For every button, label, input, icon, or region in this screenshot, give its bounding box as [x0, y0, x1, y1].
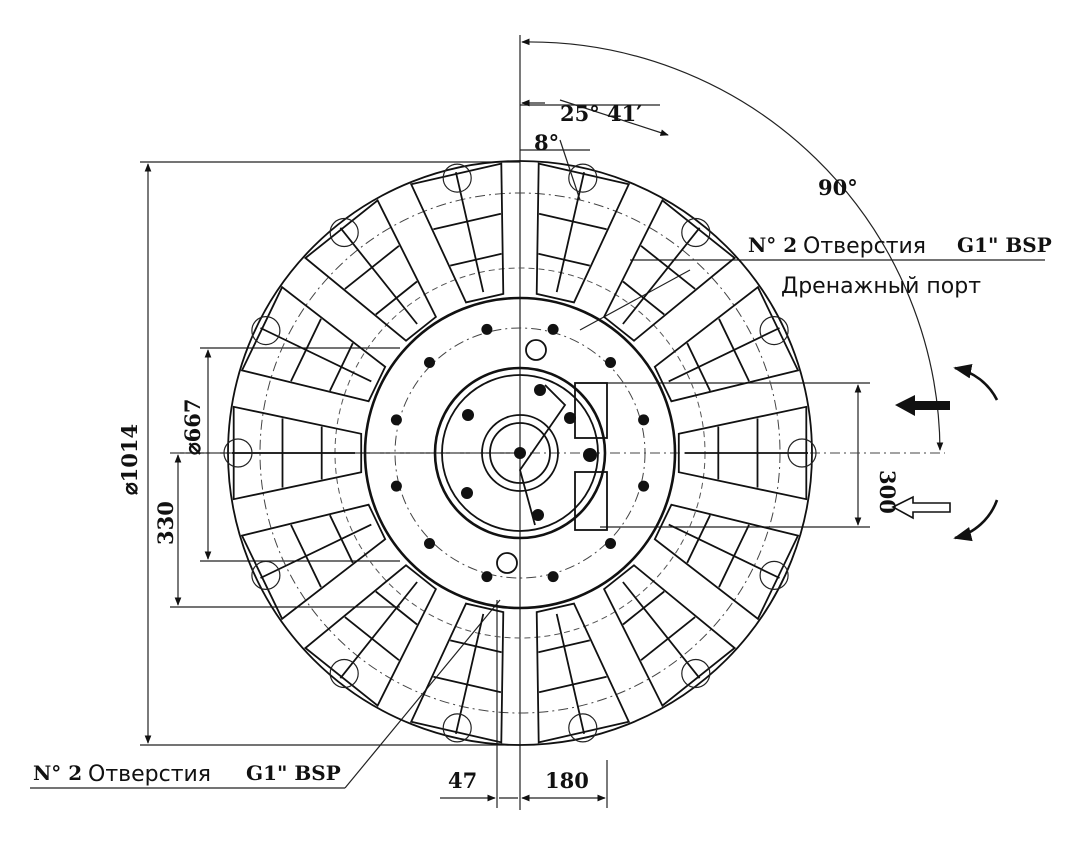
bolt-hole	[547, 323, 559, 335]
dim-330: 330	[153, 501, 178, 545]
top-callout-text: Отверстия	[803, 234, 926, 259]
dim-inner-diameter: ⌀667	[180, 399, 205, 455]
dim-300: 300	[875, 470, 900, 514]
radial-segment	[535, 162, 631, 304]
bolt-hole	[638, 480, 650, 492]
radial-segment	[240, 503, 387, 621]
bolt-hole	[461, 487, 473, 499]
bolt-hole	[390, 414, 402, 426]
bolt-hole	[638, 414, 650, 426]
bolt-hole	[424, 538, 435, 549]
bottom-callout-prefix: N° 2	[33, 761, 82, 785]
bottom-callout-text: Отверстия	[88, 762, 211, 787]
drain-port-label: Дренажный порт	[781, 274, 981, 299]
motor-body	[223, 160, 817, 746]
radial-segment	[409, 602, 505, 744]
bolt-hole	[605, 357, 616, 368]
bolt-hole	[564, 412, 576, 424]
outline-left-arrow-icon	[891, 495, 951, 520]
radial-segment	[223, 405, 363, 501]
radial-segments	[223, 162, 817, 744]
radial-segment	[240, 285, 387, 403]
dim-47: 47	[448, 768, 477, 793]
top-callout-suffix: G1" BSP	[957, 233, 1052, 257]
top-callout-prefix: N° 2	[748, 233, 797, 257]
dim-angle-90: 90°	[818, 175, 858, 200]
radial-segment	[409, 162, 505, 304]
bolt-hole	[390, 480, 402, 492]
radial-segment	[303, 564, 438, 707]
bolt-hole	[481, 571, 493, 583]
dim-angle-8: 8°	[534, 130, 559, 155]
radial-segment	[602, 199, 737, 342]
radial-segment	[602, 564, 737, 707]
bolt-hole	[532, 509, 544, 521]
bolt-hole	[534, 384, 546, 396]
bolt-hole	[481, 323, 493, 335]
bolt-hole	[462, 409, 474, 421]
bottom-callout-suffix: G1" BSP	[246, 761, 341, 785]
radial-segment	[653, 503, 800, 621]
dim-angle-25-41: 25° 41′	[560, 101, 642, 126]
bolt-holes	[390, 323, 650, 583]
bolt-hole	[605, 538, 616, 549]
filled-left-arrow-icon	[895, 395, 950, 416]
bolt-hole	[547, 571, 559, 583]
rotation-arrows	[891, 364, 999, 542]
radial-segment	[677, 405, 817, 501]
bolt-hole	[424, 357, 435, 368]
dim-180: 180	[545, 768, 589, 793]
radial-segment	[303, 199, 438, 342]
dim-outer-diameter: ⌀1014	[117, 424, 142, 495]
radial-segment	[535, 602, 631, 744]
radial-segment	[653, 285, 800, 403]
